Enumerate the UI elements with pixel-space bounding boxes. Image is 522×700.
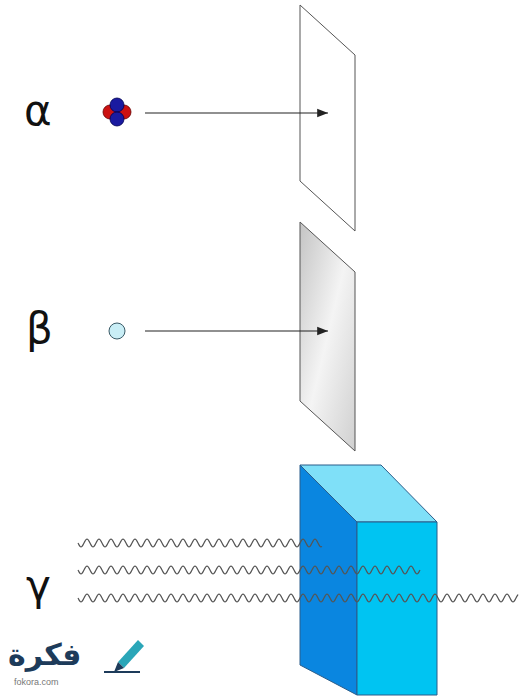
gamma-wave xyxy=(78,566,420,574)
watermark-pencil xyxy=(104,640,144,672)
watermark-url: fokora.com xyxy=(14,678,59,687)
beta-particle xyxy=(109,323,125,339)
metal-sheet xyxy=(300,222,355,451)
alpha-arrow xyxy=(145,112,328,113)
lead-block xyxy=(300,465,437,695)
alpha-particle xyxy=(103,98,131,126)
alpha-symbol: α xyxy=(24,90,52,132)
paper-sheet xyxy=(300,5,355,231)
gamma-wave xyxy=(78,539,322,547)
watermark: فكرة xyxy=(8,640,81,670)
gamma-symbol: γ xyxy=(26,565,51,607)
beta-arrow xyxy=(145,330,328,331)
beta-symbol: β xyxy=(26,308,53,350)
gamma-wave xyxy=(78,594,518,602)
gamma-waves xyxy=(78,539,518,602)
